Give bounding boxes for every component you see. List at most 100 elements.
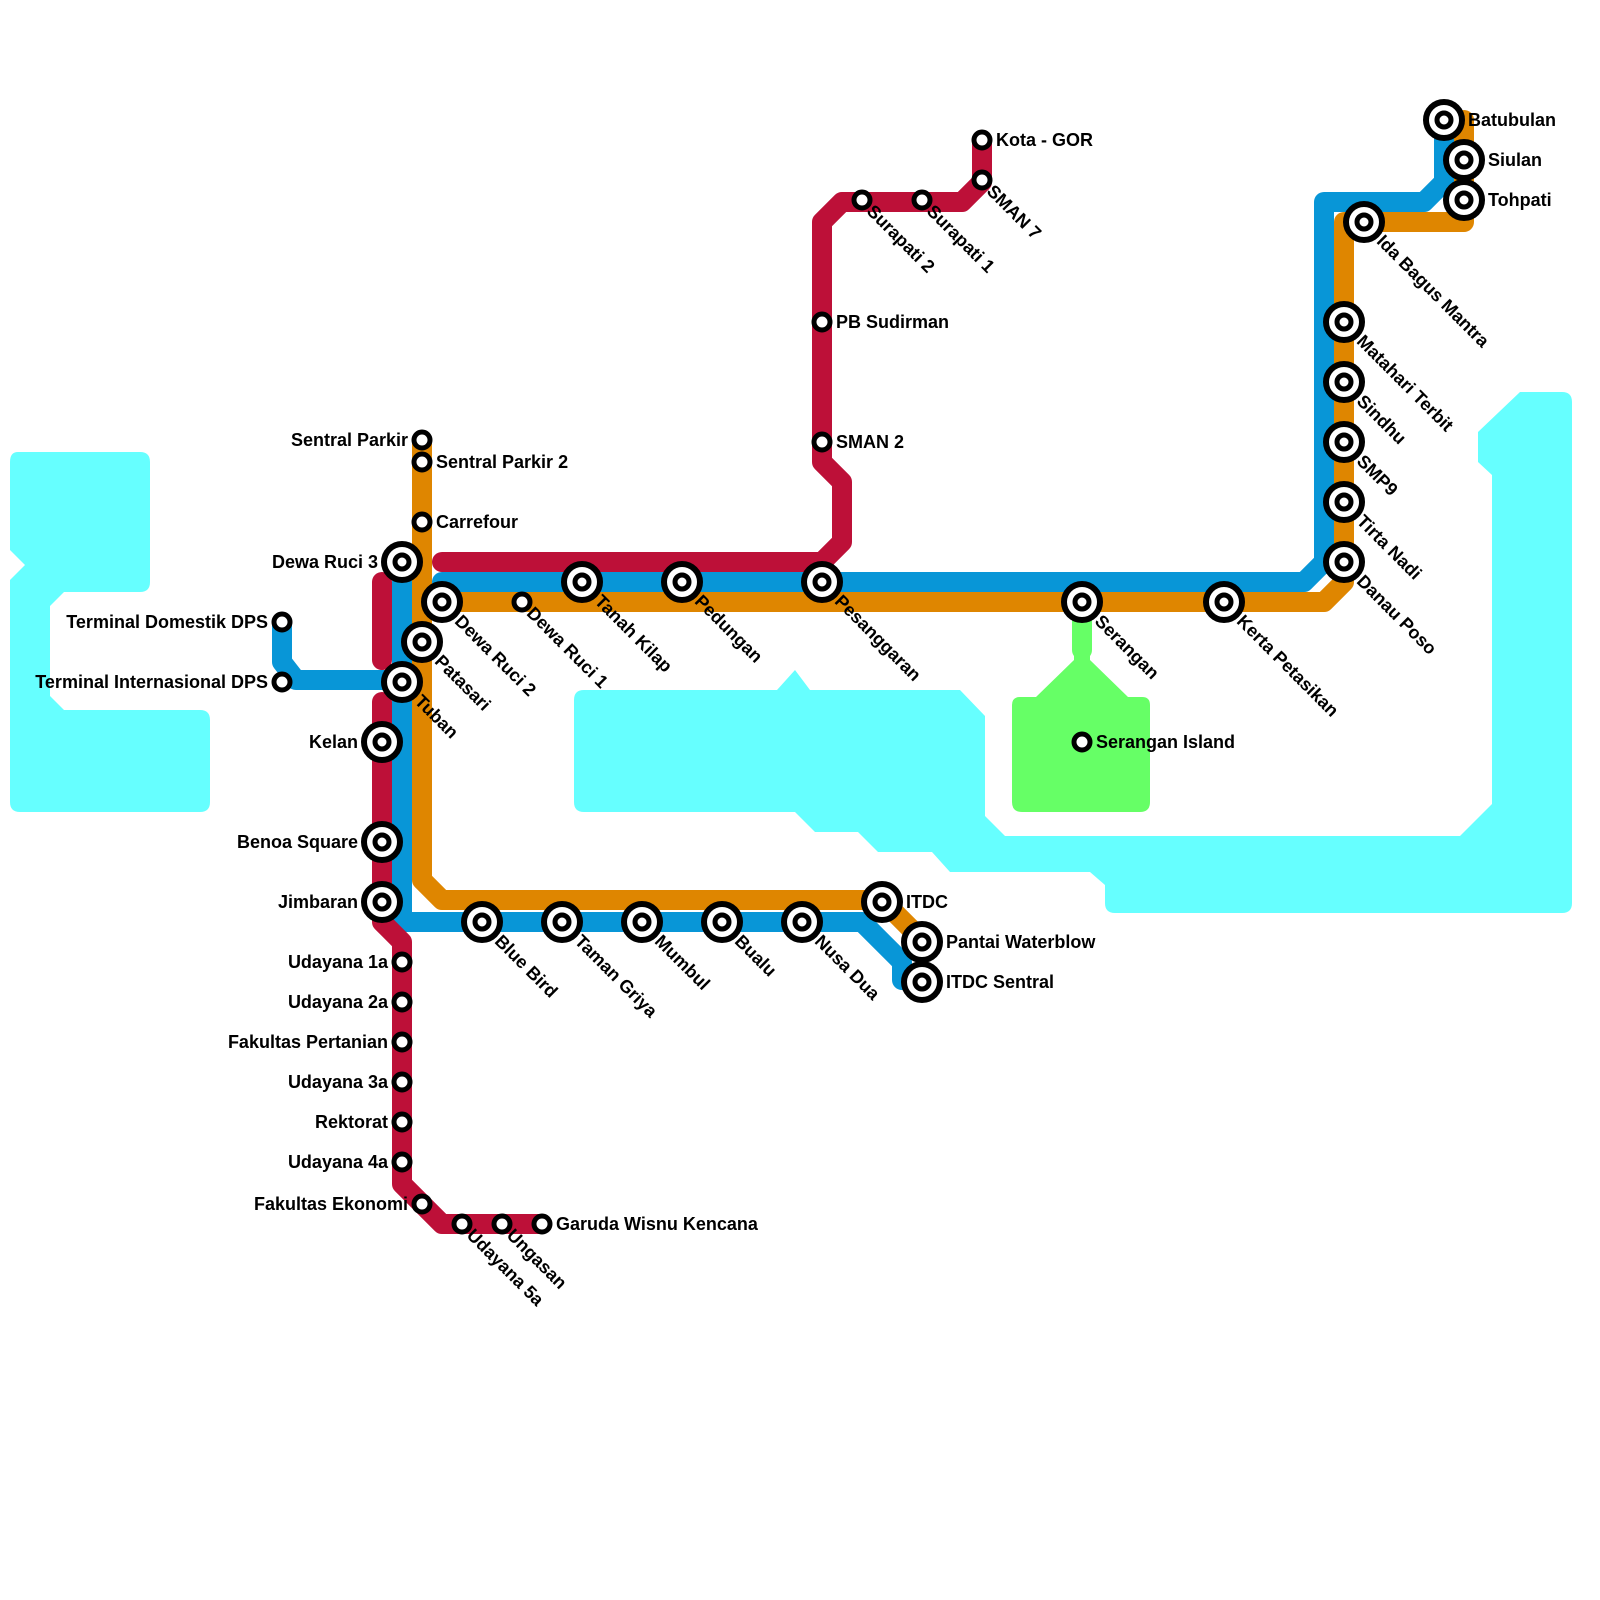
- station-stop-icon: [411, 511, 433, 533]
- station-dewa-ruci-2[interactable]: [421, 581, 463, 623]
- station-pantai-waterblow[interactable]: [901, 921, 943, 963]
- station-label-tohpati[interactable]: Tohpati: [1488, 190, 1552, 210]
- station-udayana-2a[interactable]: [391, 991, 413, 1013]
- station-label-dewa-ruci-1[interactable]: Dewa Ruci 1: [523, 603, 612, 692]
- station-dewa-ruci-3[interactable]: [381, 541, 423, 583]
- station-label-sman-2[interactable]: SMAN 2: [836, 432, 904, 452]
- station-smp9[interactable]: [1323, 421, 1365, 463]
- station-taman-griya[interactable]: [541, 901, 583, 943]
- station-blue-bird[interactable]: [461, 901, 503, 943]
- station-label-terminal-internasional[interactable]: Terminal Internasional DPS: [35, 672, 268, 692]
- station-pesanggaran[interactable]: [801, 561, 843, 603]
- station-label-sman-7[interactable]: SMAN 7: [983, 181, 1045, 243]
- station-label-fakultas-pertanian[interactable]: Fakultas Pertanian: [228, 1032, 388, 1052]
- station-label-bualu[interactable]: Bualu: [731, 931, 781, 981]
- station-itdc-sentral[interactable]: [901, 961, 943, 1003]
- station-matahari-terbit[interactable]: [1323, 301, 1365, 343]
- station-kelan[interactable]: [361, 721, 403, 763]
- station-label-terminal-domestik[interactable]: Terminal Domestik DPS: [66, 612, 268, 632]
- interchange-inner-ring-icon: [392, 672, 412, 692]
- station-tuban[interactable]: [381, 661, 423, 703]
- station-label-jimbaran[interactable]: Jimbaran: [278, 892, 358, 912]
- station-label-serangan-island[interactable]: Serangan Island: [1096, 732, 1235, 752]
- station-sman-2[interactable]: [811, 431, 833, 453]
- station-label-fakultas-ekonomi[interactable]: Fakultas Ekonomi: [254, 1194, 408, 1214]
- station-label-benoa-square[interactable]: Benoa Square: [237, 832, 358, 852]
- station-tirta-nadi[interactable]: [1323, 481, 1365, 523]
- station-sentral-parkir[interactable]: [411, 429, 433, 451]
- station-kota-gor[interactable]: [971, 129, 993, 151]
- station-danau-poso[interactable]: [1323, 541, 1365, 583]
- station-label-sentral-parkir-2[interactable]: Sentral Parkir 2: [436, 452, 568, 472]
- station-label-rektorat[interactable]: Rektorat: [315, 1112, 388, 1132]
- interchange-inner-ring-icon: [792, 912, 812, 932]
- station-sindhu[interactable]: [1323, 361, 1365, 403]
- station-label-itdc[interactable]: ITDC: [906, 892, 948, 912]
- station-label-kerta-petasikan[interactable]: Kerta Petasikan: [1233, 611, 1343, 721]
- station-serangan[interactable]: [1061, 581, 1103, 623]
- station-jimbaran[interactable]: [361, 881, 403, 923]
- station-label-batubulan[interactable]: Batubulan: [1468, 110, 1556, 130]
- station-benoa-square[interactable]: [361, 821, 403, 863]
- station-terminal-domestik[interactable]: [271, 611, 293, 633]
- station-udayana-3a[interactable]: [391, 1071, 413, 1093]
- station-stop-icon: [411, 429, 433, 451]
- station-fakultas-pertanian[interactable]: [391, 1031, 413, 1053]
- station-label-udayana-2a[interactable]: Udayana 2a: [288, 992, 389, 1012]
- station-label-kota-gor[interactable]: Kota - GOR: [996, 130, 1093, 150]
- station-label-garuda-wisnu-kencana[interactable]: Garuda Wisnu Kencana: [556, 1214, 759, 1234]
- station-label-dewa-ruci-3[interactable]: Dewa Ruci 3: [272, 552, 378, 572]
- station-stop-icon: [391, 1031, 413, 1053]
- station-label-kelan[interactable]: Kelan: [309, 732, 358, 752]
- station-surapati-1[interactable]: [911, 189, 933, 211]
- station-patasari[interactable]: [401, 621, 443, 663]
- station-pb-sudirman[interactable]: [811, 311, 833, 333]
- station-tanah-kilap[interactable]: [561, 561, 603, 603]
- station-label-siulan[interactable]: Siulan: [1488, 150, 1542, 170]
- station-fakultas-ekonomi[interactable]: [411, 1193, 433, 1215]
- interchange-inner-ring-icon: [372, 832, 392, 852]
- station-label-itdc-sentral[interactable]: ITDC Sentral: [946, 972, 1054, 992]
- station-label-tirta-nadi[interactable]: Tirta Nadi: [1353, 511, 1426, 584]
- station-serangan-island[interactable]: [1071, 731, 1093, 753]
- station-dewa-ruci-1[interactable]: [511, 591, 533, 613]
- station-stop-icon: [971, 169, 993, 191]
- station-label-blue-bird[interactable]: Blue Bird: [491, 931, 562, 1002]
- station-terminal-internasional[interactable]: [271, 671, 293, 693]
- station-ida-bagus-mantra[interactable]: [1343, 201, 1385, 243]
- station-label-sentral-parkir[interactable]: Sentral Parkir: [291, 430, 408, 450]
- station-label-ida-bagus-mantra[interactable]: Ida Bagus Mantra: [1373, 231, 1494, 352]
- station-kerta-petasikan[interactable]: [1203, 581, 1245, 623]
- station-sentral-parkir-2[interactable]: [411, 451, 433, 473]
- station-label-mumbul[interactable]: Mumbul: [651, 931, 714, 994]
- station-batubulan[interactable]: [1423, 99, 1465, 141]
- station-label-pantai-waterblow[interactable]: Pantai Waterblow: [946, 932, 1096, 952]
- station-tohpati[interactable]: [1443, 179, 1485, 221]
- station-label-udayana-3a[interactable]: Udayana 3a: [288, 1072, 389, 1092]
- station-nusa-dua[interactable]: [781, 901, 823, 943]
- station-rektorat[interactable]: [391, 1111, 413, 1133]
- station-label-carrefour[interactable]: Carrefour: [436, 512, 518, 532]
- blue-line[interactable]: [272, 110, 1454, 990]
- station-label-udayana-1a[interactable]: Udayana 1a: [288, 952, 389, 972]
- station-garuda-wisnu-kencana[interactable]: [531, 1213, 553, 1235]
- station-udayana-5a[interactable]: [451, 1213, 473, 1235]
- station-label-danau-poso[interactable]: Danau Poso: [1353, 571, 1441, 659]
- station-label-taman-griya[interactable]: Taman Griya: [571, 931, 662, 1022]
- station-label-udayana-4a[interactable]: Udayana 4a: [288, 1152, 389, 1172]
- station-label-pb-sudirman[interactable]: PB Sudirman: [836, 312, 949, 332]
- station-sman-7[interactable]: [971, 169, 993, 191]
- station-udayana-4a[interactable]: [391, 1151, 413, 1173]
- station-bualu[interactable]: [701, 901, 743, 943]
- station-itdc[interactable]: [861, 881, 903, 923]
- station-ungasan[interactable]: [491, 1213, 513, 1235]
- station-stop-icon: [851, 189, 873, 211]
- station-udayana-1a[interactable]: [391, 951, 413, 973]
- station-siulan[interactable]: [1443, 139, 1485, 181]
- station-carrefour[interactable]: [411, 511, 433, 533]
- station-mumbul[interactable]: [621, 901, 663, 943]
- station-pedungan[interactable]: [661, 561, 703, 603]
- station-surapati-2[interactable]: [851, 189, 873, 211]
- water-bay: [574, 392, 1572, 913]
